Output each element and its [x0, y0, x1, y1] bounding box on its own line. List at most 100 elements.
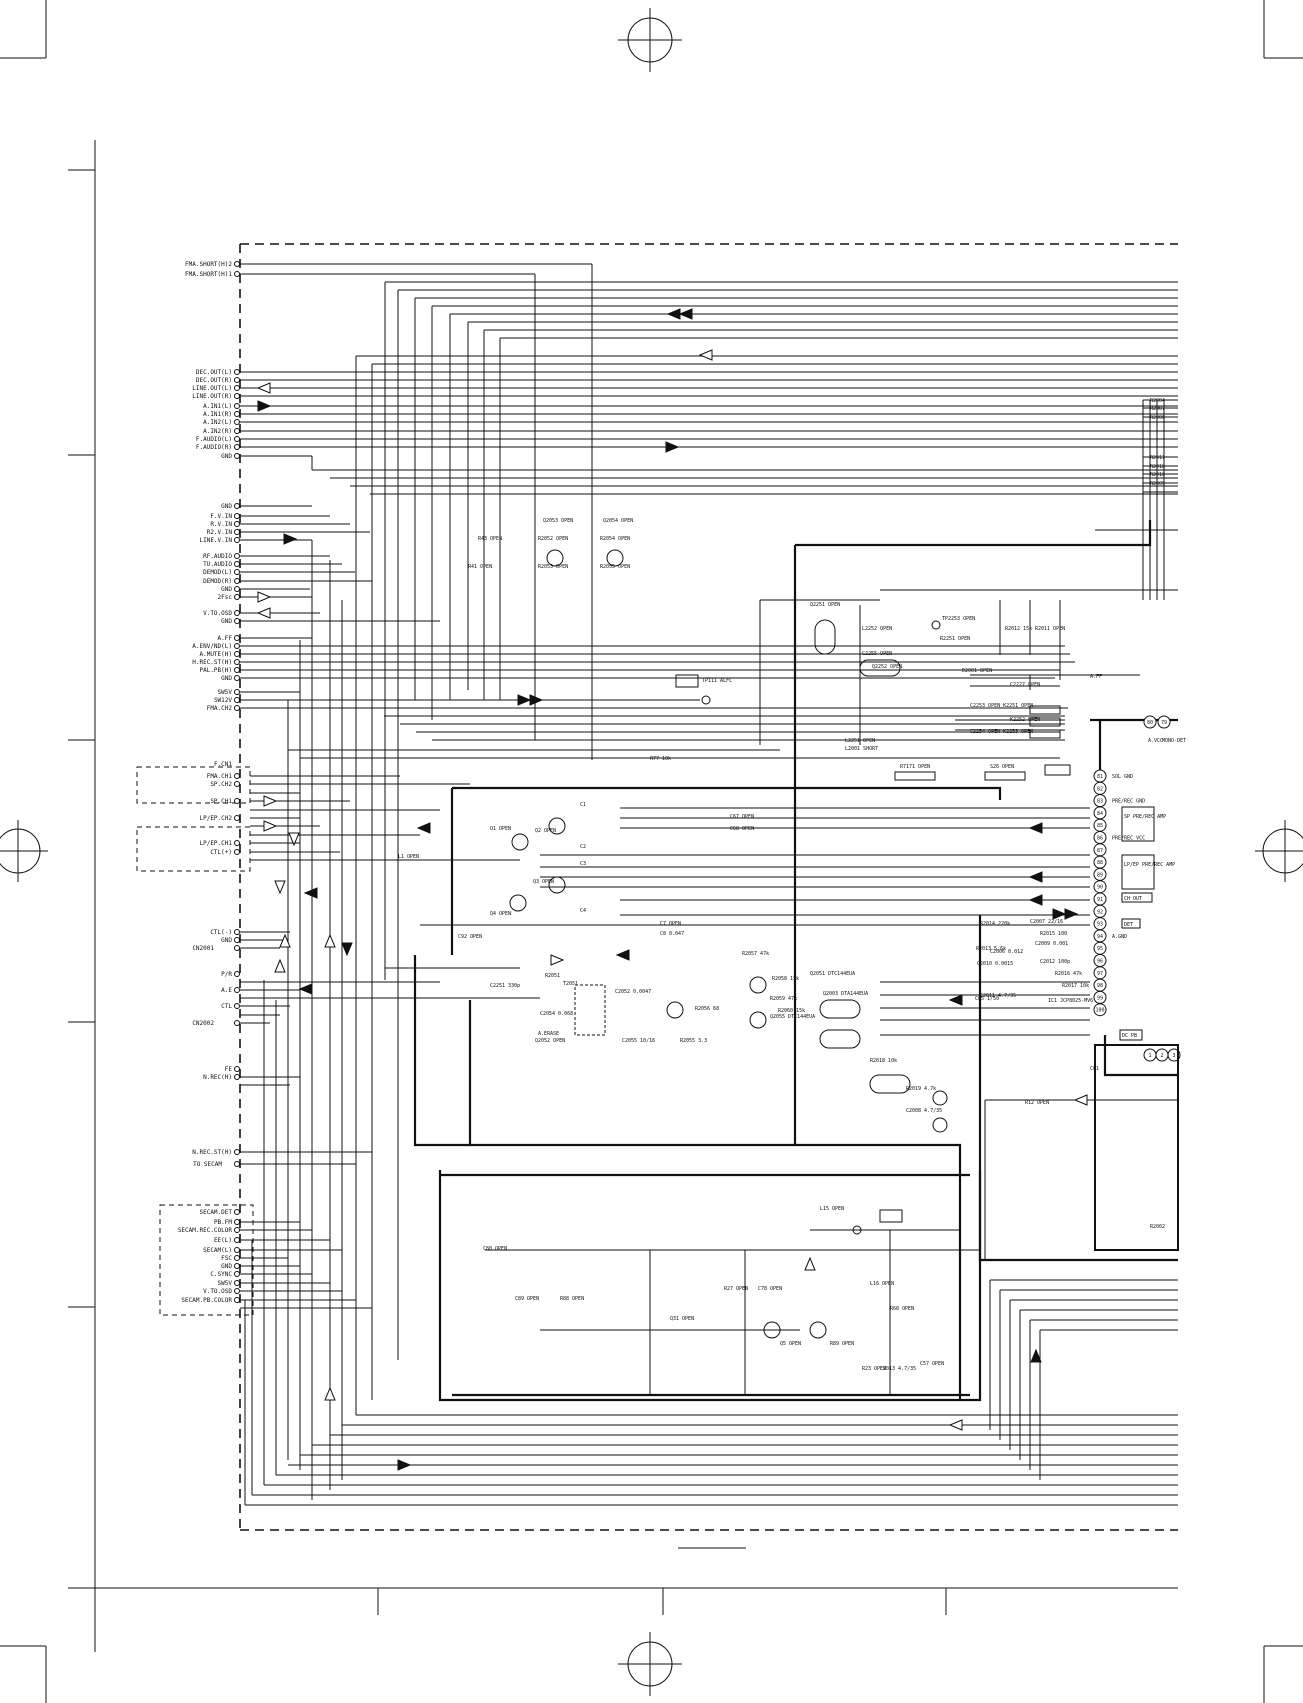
component-label-tp111: TP111 ALFC [702, 678, 732, 684]
component-label-c89: C89 OPEN [515, 1296, 539, 1302]
connector-wires [240, 775, 540, 1086]
signal-label-secam-pb-color: SECAM.PB.COLOR [181, 1297, 232, 1304]
ic1-pin-number-p97: 97 [1097, 971, 1103, 977]
component-label-a-erase: A.ERASE [538, 1031, 559, 1037]
component-label-c2013: C2013 4.7/35 [880, 1366, 916, 1372]
arrow-right-5 [517, 694, 532, 706]
tp111-box [675, 674, 699, 688]
component-label-r2019: R2019 4.7k [906, 1086, 936, 1092]
pin-lp-ep-ch2 [234, 815, 240, 821]
signal-label-lp-ep-ch2: LP/EP.CH2 [199, 815, 232, 822]
component-label-q2051: Q2051 DTC144EUA [810, 971, 855, 977]
ic1-block-label-ch-out: CH OUT [1124, 896, 1142, 902]
pin-gnd-7 [234, 1263, 240, 1269]
pin-line-out-l [234, 385, 240, 391]
signal-label-ctl-minus: CTL(-) [210, 929, 232, 936]
component-label-c2: C2 [580, 844, 586, 850]
pin-line-out-r [234, 393, 240, 399]
ic1-pin-number-p82: 82 [1097, 786, 1103, 792]
component-label-r12: R12 OPEN [1025, 1100, 1049, 1106]
component-label-s26: S26 OPEN [990, 764, 1014, 770]
relay-k2251 [1029, 705, 1061, 715]
pin-dec-out-l [234, 369, 240, 375]
component-label-c2009: C2009 0.001 [1035, 941, 1068, 947]
component-label-r2053: R2053 OPEN [538, 564, 568, 570]
signal-label-fma-short-h2: FMA.SHORT(H)2 [185, 261, 232, 268]
component-label-r2017b: R2017 [1150, 455, 1165, 461]
arrow-left-4 [256, 382, 271, 394]
sp-amp-block [1121, 806, 1155, 842]
connector-label-f-cn1: F.CN1 [214, 761, 232, 768]
pin-secam-l [234, 1247, 240, 1253]
s26-box [984, 771, 1026, 781]
pin-to-secam [234, 1161, 240, 1167]
arrow-right-8 [1064, 908, 1079, 920]
component-label-c2052: C2052 0.0047 [615, 989, 651, 995]
component-label-q3: Q3 OPEN [533, 879, 554, 885]
component-label-c4: C4 [580, 908, 586, 914]
pin-fma-short-h2 [234, 261, 240, 267]
component-label-r2018: R2018 10k [870, 1058, 897, 1064]
pin-fma-ch2 [234, 705, 240, 711]
ic-q2251 [814, 619, 836, 655]
ic-q2055 [819, 999, 861, 1019]
pin-gnd-5 [234, 675, 240, 681]
component-label-r2051: R2051 [545, 973, 560, 979]
arrow-left-11 [615, 949, 630, 961]
component-label-c2255: C2255 OPEN [862, 651, 892, 657]
pin-f-v-in [234, 513, 240, 519]
component-label-r68: R68 OPEN [890, 1306, 914, 1312]
signal-label-f-audio-l: F.AUDIO(L) [196, 436, 232, 443]
signal-label-a-in1-r: A.IN1(R) [203, 411, 232, 418]
component-label-r2055: R2055 OPEN [600, 564, 630, 570]
arrow-up-1 [1030, 1348, 1042, 1363]
component-label-c2012: C2012 100p [1040, 959, 1070, 965]
signal-label-line-v-in: LINE.V.IN [199, 537, 232, 544]
signal-label-demod-r: DEMOD(R) [203, 578, 232, 585]
pin-r2-v-in [234, 529, 240, 535]
ic-area-wires [385, 399, 1178, 1480]
arrow-right-1 [257, 400, 272, 412]
component-label-a-ff-right: A.FF [1090, 674, 1102, 680]
pin-a-in1-r [234, 411, 240, 417]
ic1-pin-p80 [1143, 715, 1157, 729]
ch-out-block [1121, 892, 1153, 903]
arrow-right-2 [665, 441, 680, 453]
signal-arrows [256, 308, 1088, 1471]
ic1-pin-column [1093, 715, 1181, 1062]
transistor-q2054 [606, 549, 624, 567]
arrow-down-3 [274, 880, 286, 895]
signal-label-dec-out-r: DEC.OUT(R) [196, 377, 232, 384]
signal-label-fma-short-h1: FMA.SHORT(H)1 [185, 271, 232, 278]
signal-label-secam-det: SECAM.DET [199, 1209, 232, 1216]
component-label-q1: Q1 OPEN [490, 826, 511, 832]
left-signal-labels: FMA.SHORT(H)2FMA.SHORT(H)1DEC.OUT(L)DEC.… [178, 261, 240, 1304]
lower-wires [240, 980, 1178, 1506]
pin-n-rec-h [234, 1074, 240, 1080]
box-1045 [1044, 764, 1071, 776]
signal-label-gnd-6: GND [221, 937, 232, 944]
pin-secam-rec-color [234, 1227, 240, 1233]
signal-label-lp-ep-ch1: LP/EP.CH1 [199, 840, 232, 847]
ic1-pin-number-p86: 86 [1097, 836, 1103, 842]
arrow-right-11 [263, 795, 278, 807]
component-label-c67: C67 OPEN [730, 814, 754, 820]
component-label-q4: Q4 OPEN [490, 911, 511, 917]
signal-label-dec-out-l: DEC.OUT(L) [196, 369, 232, 376]
ic1-pin-label-p86: PRE/REC VCC [1112, 836, 1145, 842]
arrow-left-12 [298, 983, 313, 995]
component-label-c2254: C2254 OPEN K2253 OPEN [970, 729, 1033, 735]
ic1-pin-label-p81: SOL GND [1112, 774, 1133, 780]
transistor-q5 [809, 1321, 827, 1339]
transistor-q2051a [749, 976, 767, 994]
component-label-q31: Q31 OPEN [670, 1316, 694, 1322]
pin-secam-pb-color [234, 1297, 240, 1303]
signal-label-cn2002: CN2002 [192, 1020, 214, 1027]
transistor-q2019 [932, 1117, 948, 1133]
ic-q2252 [859, 659, 901, 677]
ic1-pin-number-pb3: 3 [1172, 1053, 1175, 1059]
signal-label-line-out-r: LINE.OUT(R) [192, 393, 232, 400]
board-boundary [136, 243, 1178, 1531]
component-label-r2005: R2005 [1150, 481, 1165, 487]
